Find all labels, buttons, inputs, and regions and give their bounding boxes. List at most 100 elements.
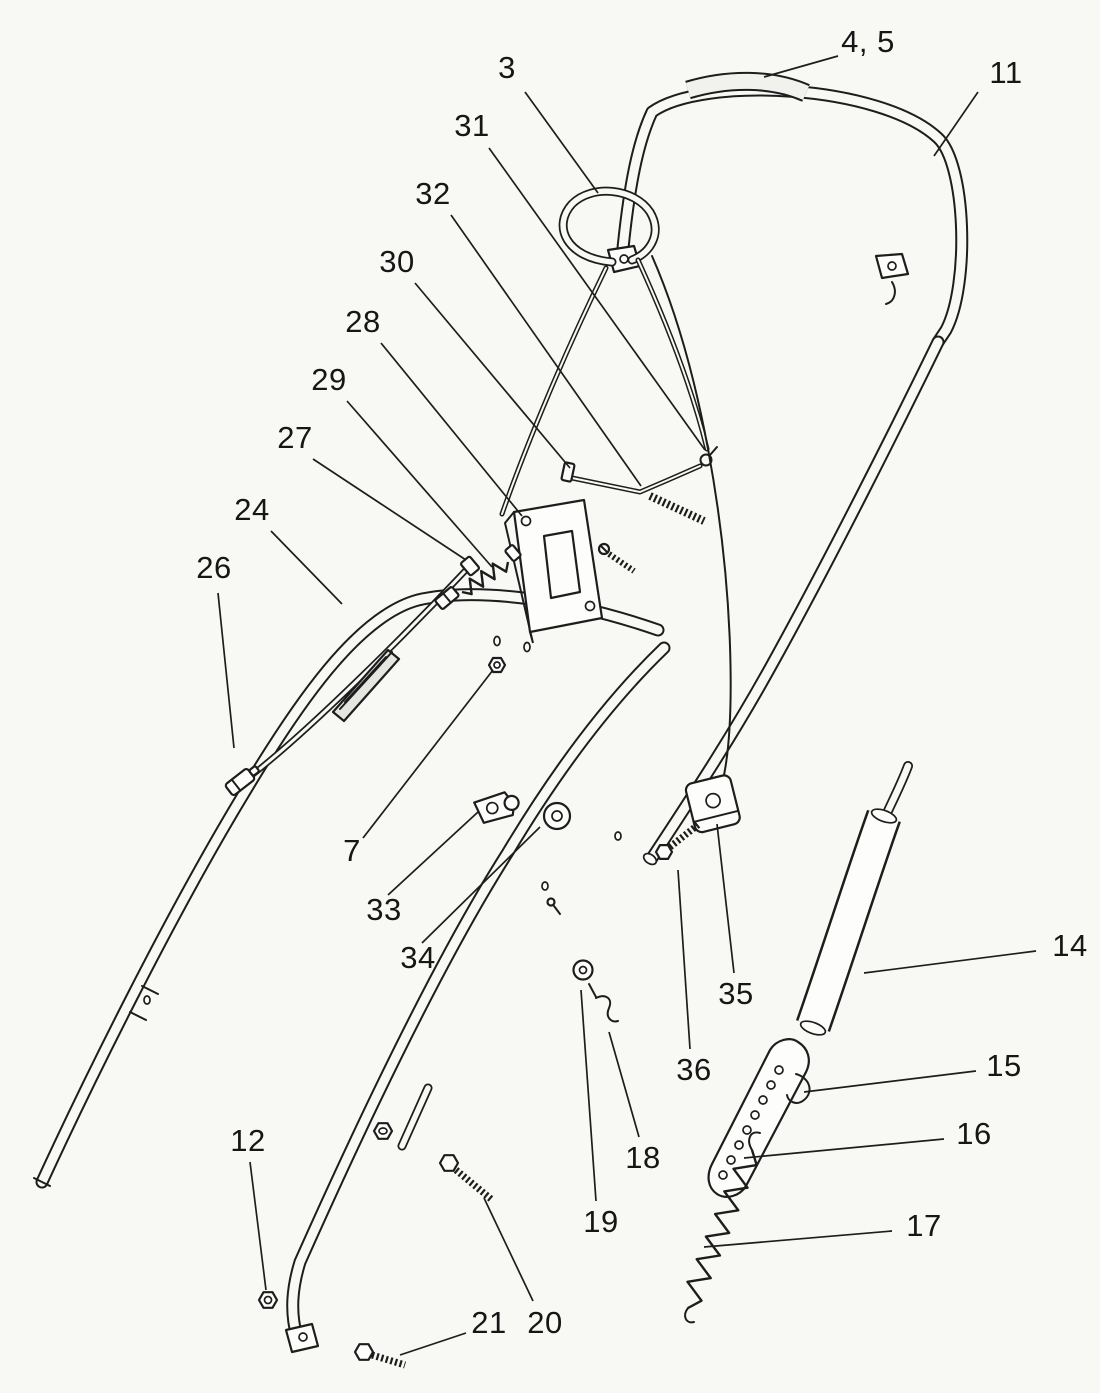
part-label-35: 35 <box>718 976 754 1011</box>
hole <box>758 1095 768 1105</box>
hex-nut-12-lower <box>257 1291 279 1309</box>
washer-19 <box>572 959 594 981</box>
leader-18 <box>608 1031 640 1138</box>
leader-36 <box>677 869 691 1050</box>
part-label-17: 17 <box>906 1208 942 1243</box>
hex-bolt-21 <box>353 1343 407 1369</box>
hole <box>619 254 629 264</box>
spring-ferrule <box>504 544 522 562</box>
cable-adjuster <box>434 586 460 610</box>
control-rod <box>560 446 718 574</box>
leader-33 <box>387 811 479 896</box>
leader-15 <box>803 1070 977 1093</box>
part-label-21: 21 <box>471 1305 507 1340</box>
part-label-28: 28 <box>345 304 381 339</box>
adjustment-screw <box>597 542 636 574</box>
s-hook-18 <box>588 983 619 1023</box>
rod-ferrule <box>560 461 576 483</box>
hole <box>541 881 549 891</box>
tube-joint-seam <box>129 1011 147 1021</box>
hole <box>493 635 501 647</box>
hole <box>887 261 897 271</box>
leader-26 <box>217 592 235 749</box>
hole <box>742 1125 752 1135</box>
hex-nut-12-upper <box>372 1122 394 1140</box>
leader-7 <box>362 669 494 839</box>
hole <box>298 1332 308 1342</box>
part-label-18: 18 <box>625 1140 661 1175</box>
part-label-7: 7 <box>343 833 361 868</box>
hole <box>774 1065 784 1075</box>
control-bracket <box>503 498 604 644</box>
clamp-bolt <box>654 821 702 861</box>
handle-end-tab-bottom <box>284 1322 320 1354</box>
small-screw <box>546 897 561 915</box>
grip-end-opening <box>799 1020 827 1036</box>
part-label-29: 29 <box>311 362 347 397</box>
part-label-32: 32 <box>415 176 451 211</box>
leader-32 <box>450 214 642 487</box>
hole <box>705 792 721 809</box>
leader-19 <box>580 989 597 1202</box>
flange-nut-7 <box>487 656 507 674</box>
leader-20 <box>483 1197 534 1302</box>
hole <box>523 641 531 653</box>
part-label-36: 36 <box>676 1052 712 1087</box>
part-label-34: 34 <box>400 940 436 975</box>
control-cable-upper <box>499 265 609 517</box>
part-label-4-5: 4, 5 <box>841 24 895 59</box>
tube-joint-seam <box>141 985 159 995</box>
grip-end-opening <box>870 808 898 824</box>
leader-29 <box>346 400 493 568</box>
leader-lines <box>217 55 1037 1356</box>
part-label-19: 19 <box>583 1204 619 1239</box>
threaded-link <box>648 492 706 525</box>
part-label-20: 20 <box>527 1305 563 1340</box>
leader-28 <box>380 342 523 517</box>
extension-spring <box>684 1131 761 1324</box>
handle-end-tab-right <box>874 252 910 305</box>
part-label-30: 30 <box>379 244 415 279</box>
handle-grip <box>685 71 810 102</box>
leader-12 <box>249 1161 267 1291</box>
washer-34 <box>542 801 572 831</box>
idler-bracket <box>707 1038 811 1198</box>
leader-30 <box>414 282 571 469</box>
leader-34 <box>421 826 541 944</box>
part-label-26: 26 <box>196 550 232 585</box>
part-label-14: 14 <box>1052 928 1088 963</box>
drive-cable <box>651 255 732 785</box>
leader-21 <box>399 1332 467 1356</box>
idler-hook <box>786 1073 811 1104</box>
part-label-24: 24 <box>234 492 270 527</box>
part-label-3: 3 <box>498 50 516 85</box>
handle-trim-piece <box>331 648 401 723</box>
handle-clamp-bracket <box>684 774 741 834</box>
part-label-12: 12 <box>230 1123 266 1158</box>
lower-handle <box>33 588 671 1354</box>
part-label-16: 16 <box>956 1116 992 1151</box>
upper-handle-assembly <box>606 71 969 349</box>
leader-3 <box>524 91 599 194</box>
leader-24 <box>270 530 343 605</box>
hole <box>726 1155 736 1165</box>
tube-cut-end <box>33 1177 51 1187</box>
part-label-15: 15 <box>986 1048 1022 1083</box>
leader-17 <box>703 1230 893 1248</box>
hole <box>584 600 596 612</box>
cable-guide-block-33 <box>473 791 520 824</box>
cable-end-fitting <box>224 765 260 797</box>
bracket-slot <box>542 529 582 600</box>
leader-11 <box>933 91 979 157</box>
hole <box>143 995 151 1005</box>
leader-14 <box>863 950 1037 974</box>
hole <box>614 831 622 841</box>
leader-4-5 <box>763 55 839 78</box>
tube-end-opening <box>642 852 658 866</box>
hole <box>718 1170 728 1180</box>
cable-spring <box>461 544 522 596</box>
right-handle-tube <box>614 335 945 866</box>
rod-end-clip <box>699 453 713 467</box>
